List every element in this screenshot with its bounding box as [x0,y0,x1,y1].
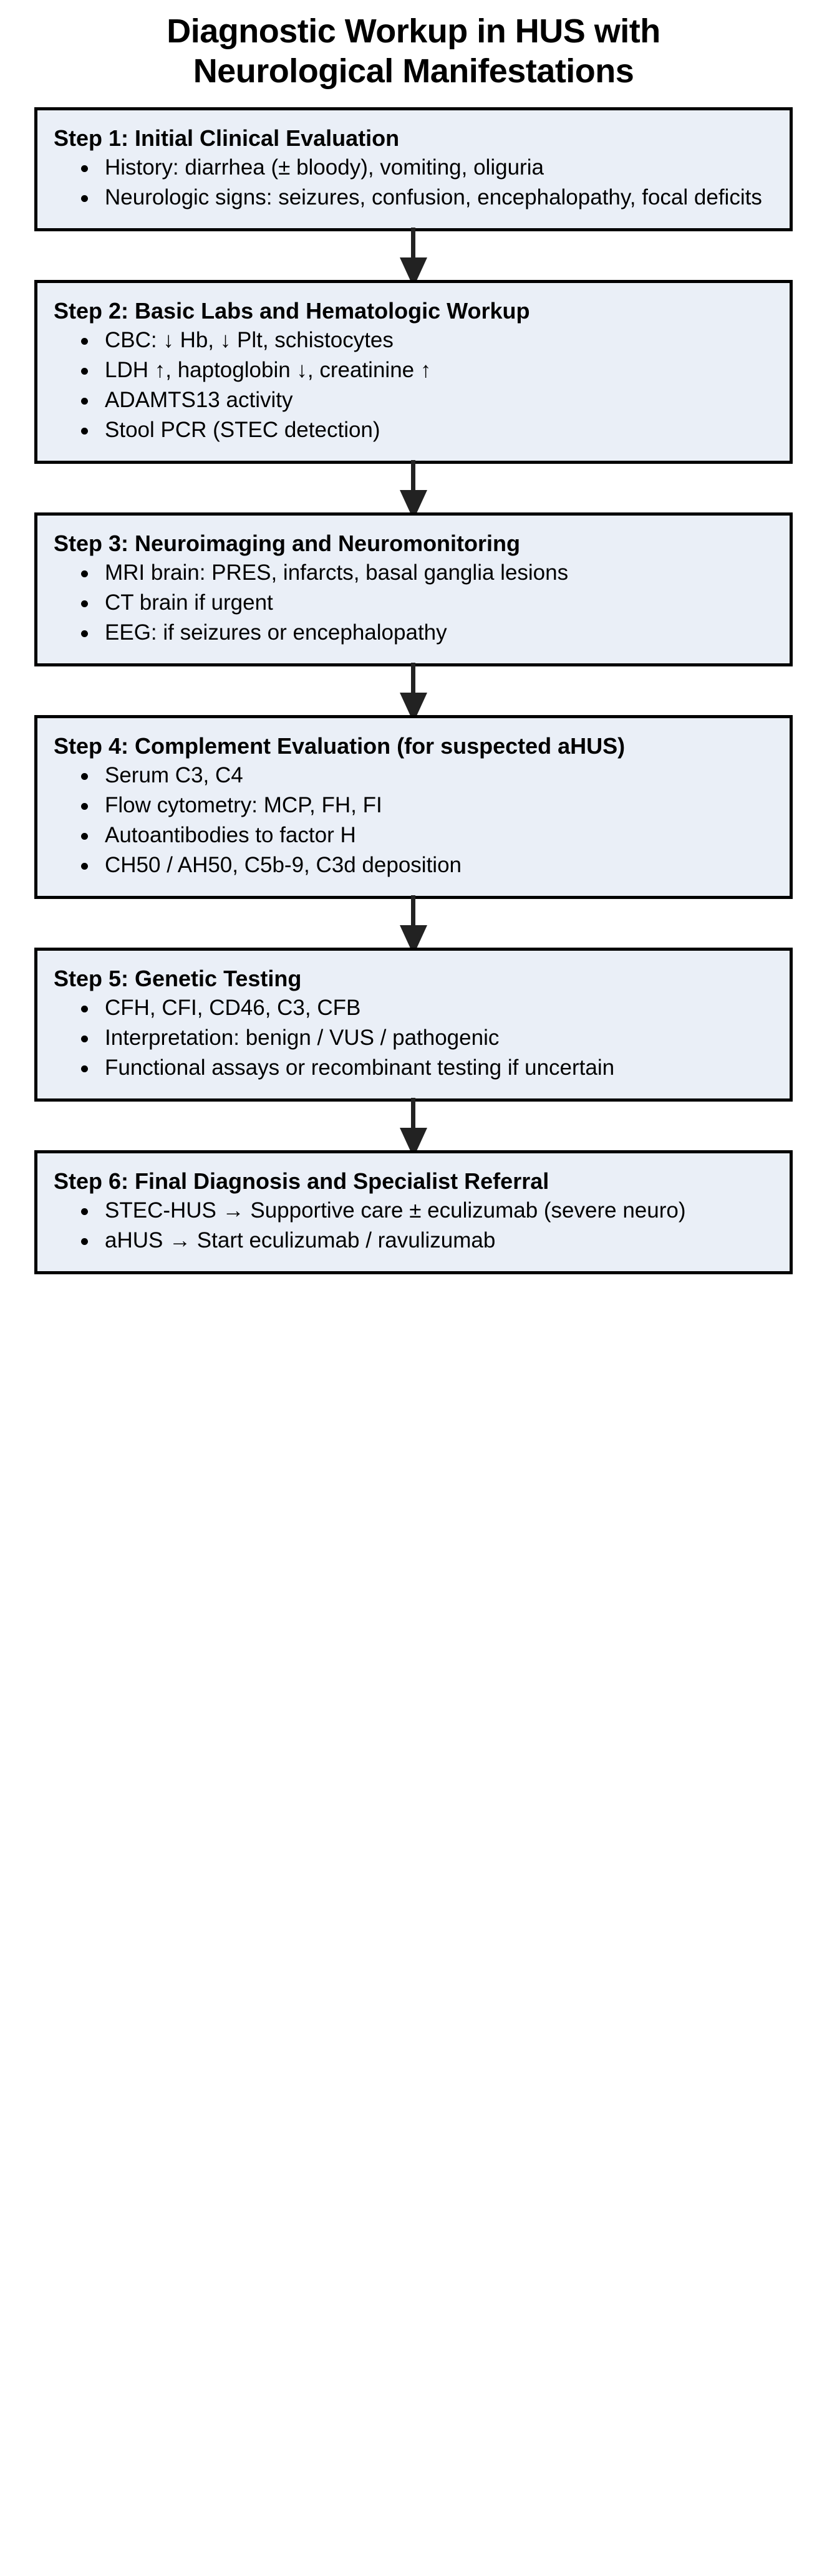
list-item: EEG: if seizures or encephalopathy [76,618,773,647]
step-box-1: Step 1: Initial Clinical Evaluation Hist… [34,107,793,231]
list-item: Neurologic signs: seizures, confusion, e… [76,183,773,212]
bullet-dot-icon [81,803,88,810]
arrow-step-1-to-2 [34,228,793,287]
list-item-text: ADAMTS13 activity [105,388,293,412]
bullet-dot-icon [81,338,88,345]
bullet-dot-icon [81,1065,88,1072]
list-item-text: LDH ↑, haptoglobin ↓, creatinine ↑ [105,358,432,382]
list-item: aHUS → Start eculizumab / ravulizumab [76,1226,773,1255]
step-1-heading: Step 1: Initial Clinical Evaluation [54,125,400,151]
list-item-text: Functional assays or recombinant testing… [105,1055,615,1080]
list-item: Interpretation: benign / VUS / pathogeni… [76,1024,773,1052]
arrow-step-5-to-6 [34,1098,793,1158]
list-item-text: CT brain if urgent [105,590,273,615]
list-item-text: STEC-HUS → Supportive care ± eculizumab … [105,1198,686,1223]
list-item: History: diarrhea (± bloody), vomiting, … [76,153,773,182]
list-item: LDH ↑, haptoglobin ↓, creatinine ↑ [76,356,773,385]
list-item-text: Flow cytometry: MCP, FH, FI [105,793,382,817]
list-item: Flow cytometry: MCP, FH, FI [76,791,773,820]
list-item-text: CH50 / AH50, C5b-9, C3d deposition [105,853,462,877]
bullet-dot-icon [81,428,88,435]
bullet-dot-icon [81,773,88,780]
bullet-dot-icon [81,398,88,405]
step-2-heading: Step 2: Basic Labs and Hematologic Worku… [54,298,530,324]
bullet-dot-icon [81,600,88,607]
step-6-heading: Step 6: Final Diagnosis and Specialist R… [54,1168,549,1194]
list-item: Serum C3, C4 [76,761,773,790]
list-item: Functional assays or recombinant testing… [76,1054,773,1082]
list-item: CT brain if urgent [76,589,773,617]
step-4-heading: Step 4: Complement Evaluation (for suspe… [54,733,626,759]
arrow-shaft [411,663,415,698]
list-item: Autoantibodies to factor H [76,821,773,850]
bullet-dot-icon [81,833,88,840]
bullet-dot-icon [81,863,88,870]
arrow-shaft [411,895,415,930]
arrow-shaft [411,1098,415,1133]
bullet-dot-icon [81,165,88,172]
step-5-bullet-list: CFH, CFI, CD46, C3, CFB Interpretation: … [54,994,773,1082]
page-title-line-1: Diagnostic Workup in HUS with [167,12,660,50]
step-5-heading: Step 5: Genetic Testing [54,966,302,991]
list-item-text: MRI brain: PRES, infarcts, basal ganglia… [105,560,569,585]
list-item-text: EEG: if seizures or encephalopathy [105,620,447,645]
arrow-step-4-to-5 [34,895,793,955]
list-item: CFH, CFI, CD46, C3, CFB [76,994,773,1022]
list-item: Stool PCR (STEC detection) [76,416,773,445]
list-item-text: Stool PCR (STEC detection) [105,418,380,442]
list-item: STEC-HUS → Supportive care ± eculizumab … [76,1196,773,1225]
step-3-bullet-list: MRI brain: PRES, infarcts, basal ganglia… [54,559,773,647]
list-item-text: CBC: ↓ Hb, ↓ Plt, schistocytes [105,328,394,352]
list-item: CH50 / AH50, C5b-9, C3d deposition [76,851,773,880]
arrow-shaft [411,460,415,495]
page-title-line-2: Neurological Manifestations [193,52,634,90]
bullet-dot-icon [81,1006,88,1012]
bullet-dot-icon [81,1238,88,1245]
bullet-dot-icon [81,1208,88,1215]
step-box-4: Step 4: Complement Evaluation (for suspe… [34,715,793,899]
step-4-bullet-list: Serum C3, C4 Flow cytometry: MCP, FH, FI… [54,761,773,880]
list-item: ADAMTS13 activity [76,386,773,415]
arrow-step-2-to-3 [34,460,793,520]
bullet-dot-icon [81,368,88,375]
arrow-step-3-to-4 [34,663,793,723]
step-6-bullet-list: STEC-HUS → Supportive care ± eculizumab … [54,1196,773,1255]
page-title: Diagnostic Workup in HUS with Neurologic… [0,0,827,91]
step-1-bullet-list: History: diarrhea (± bloody), vomiting, … [54,153,773,212]
step-box-6: Step 6: Final Diagnosis and Specialist R… [34,1150,793,1274]
list-item-text: Interpretation: benign / VUS / pathogeni… [105,1026,500,1050]
list-item: CBC: ↓ Hb, ↓ Plt, schistocytes [76,326,773,355]
list-item-text: History: diarrhea (± bloody), vomiting, … [105,155,544,180]
step-box-5: Step 5: Genetic Testing CFH, CFI, CD46, … [34,948,793,1102]
list-item-text: Autoantibodies to factor H [105,823,356,847]
step-box-2: Step 2: Basic Labs and Hematologic Worku… [34,280,793,464]
step-2-bullet-list: CBC: ↓ Hb, ↓ Plt, schistocytes LDH ↑, ha… [54,326,773,445]
list-item-text: Neurologic signs: seizures, confusion, e… [105,185,762,209]
list-item-text: Serum C3, C4 [105,763,243,787]
bullet-dot-icon [81,195,88,202]
bullet-dot-icon [81,1036,88,1042]
step-box-3: Step 3: Neuroimaging and Neuromonitoring… [34,512,793,666]
bullet-dot-icon [81,570,88,577]
list-item-text: aHUS → Start eculizumab / ravulizumab [105,1228,496,1252]
arrow-shaft [411,228,415,262]
bullet-dot-icon [81,630,88,637]
step-3-heading: Step 3: Neuroimaging and Neuromonitoring [54,531,521,556]
list-item: MRI brain: PRES, infarcts, basal ganglia… [76,559,773,587]
flow-column: Step 1: Initial Clinical Evaluation Hist… [34,91,793,1274]
list-item-text: CFH, CFI, CD46, C3, CFB [105,996,361,1020]
